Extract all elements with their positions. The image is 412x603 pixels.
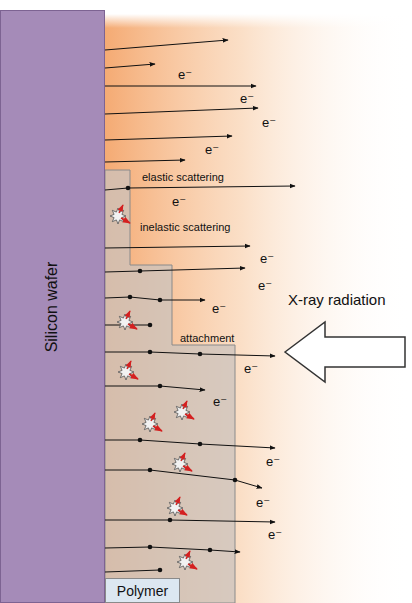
- electron-label: e⁻: [172, 195, 186, 210]
- radiation-label: X-ray radiation: [288, 291, 386, 308]
- electron-track: [105, 160, 185, 162]
- scattering-point: [148, 323, 153, 328]
- red-arrow: [151, 413, 155, 421]
- burst-star: [117, 314, 133, 330]
- red-arrow: [153, 426, 162, 431]
- electron-tracks: [105, 40, 295, 572]
- burst-star: [142, 416, 158, 432]
- burst-star: [172, 456, 188, 472]
- electron-label: e⁻: [240, 92, 254, 107]
- electron-track: [105, 268, 245, 272]
- layer-label: Polymer: [117, 583, 168, 599]
- electron-track: [105, 520, 275, 522]
- electron-track: [105, 297, 205, 300]
- electron-label: e⁻: [262, 116, 276, 131]
- scattering-events: [110, 205, 197, 570]
- glow-fade: [105, 14, 412, 28]
- red-arrow: [178, 510, 187, 515]
- burst: [117, 311, 137, 330]
- electron-track: [105, 386, 205, 390]
- process-label: elastic scattering: [142, 171, 224, 184]
- scattering-point: [198, 352, 203, 357]
- burst: [118, 361, 138, 380]
- electron-label: e⁻: [205, 143, 219, 158]
- red-arrow: [183, 401, 187, 409]
- scattering-point: [233, 478, 238, 483]
- radiation-glow: [105, 14, 412, 603]
- red-arrow: [185, 414, 194, 419]
- scattering-point: [126, 186, 131, 191]
- scattering-point: [128, 295, 133, 300]
- scattering-point: [208, 548, 213, 553]
- xray-arrow: [285, 322, 405, 382]
- process-label: inelastic scattering: [140, 221, 231, 234]
- red-arrow: [127, 361, 131, 369]
- electron-track: [105, 470, 262, 488]
- burst-star: [110, 208, 126, 224]
- electron-track: [105, 246, 250, 248]
- electron-track: [105, 64, 155, 68]
- burst-star: [167, 500, 183, 516]
- burst: [142, 413, 162, 432]
- scattering-point: [168, 518, 173, 523]
- scattering-point: [148, 545, 153, 550]
- red-arrow: [186, 551, 190, 559]
- process-label: attachment: [180, 332, 234, 345]
- wafer-band: Silicon wafer: [0, 10, 105, 603]
- electron-track: [105, 40, 228, 50]
- scattering-point: [138, 438, 143, 443]
- red-arrow: [129, 374, 138, 379]
- burst-star: [118, 364, 134, 380]
- electron-label: e⁻: [178, 68, 192, 83]
- red-arrow: [126, 311, 130, 319]
- scattering-point: [148, 468, 153, 473]
- burst: [167, 497, 187, 516]
- red-arrow: [183, 466, 192, 471]
- burst: [177, 551, 197, 570]
- electron-label: e⁻: [213, 395, 227, 410]
- polymer-layer: [105, 170, 235, 603]
- electron-label: e⁻: [256, 496, 270, 511]
- electron-label: e⁻: [258, 279, 272, 294]
- scattering-point: [148, 350, 153, 355]
- wafer-label: Silicon wafer: [43, 261, 61, 352]
- burst: [174, 401, 194, 420]
- polymer-tag: Polymer: [105, 578, 180, 603]
- burst-star: [174, 404, 190, 420]
- burst: [172, 453, 192, 472]
- electron-track: [105, 570, 160, 572]
- red-arrow: [128, 324, 137, 329]
- scattering-point: [138, 269, 143, 274]
- electron-label: e⁻: [266, 455, 280, 470]
- electron-track: [105, 136, 232, 140]
- electron-label: e⁻: [244, 362, 258, 377]
- electron-track: [105, 352, 275, 356]
- electron-track: [105, 547, 240, 552]
- scattering-point: [158, 384, 163, 389]
- burst: [110, 205, 130, 224]
- electron-track: [105, 186, 295, 190]
- scattering-point: [158, 298, 163, 303]
- red-arrow: [188, 564, 197, 569]
- red-arrow: [181, 453, 185, 461]
- scattering-point: [158, 568, 163, 573]
- burst-star: [177, 554, 193, 570]
- red-arrow: [176, 497, 180, 505]
- electron-track: [105, 86, 256, 87]
- electron-label: e⁻: [268, 528, 282, 543]
- electron-label: e⁻: [260, 252, 274, 267]
- electron-track: [105, 108, 258, 114]
- scattering-point: [198, 442, 203, 447]
- electron-label: e⁻: [212, 302, 226, 317]
- red-arrow: [119, 205, 123, 213]
- red-arrow: [121, 218, 130, 223]
- electron-track: [105, 440, 275, 448]
